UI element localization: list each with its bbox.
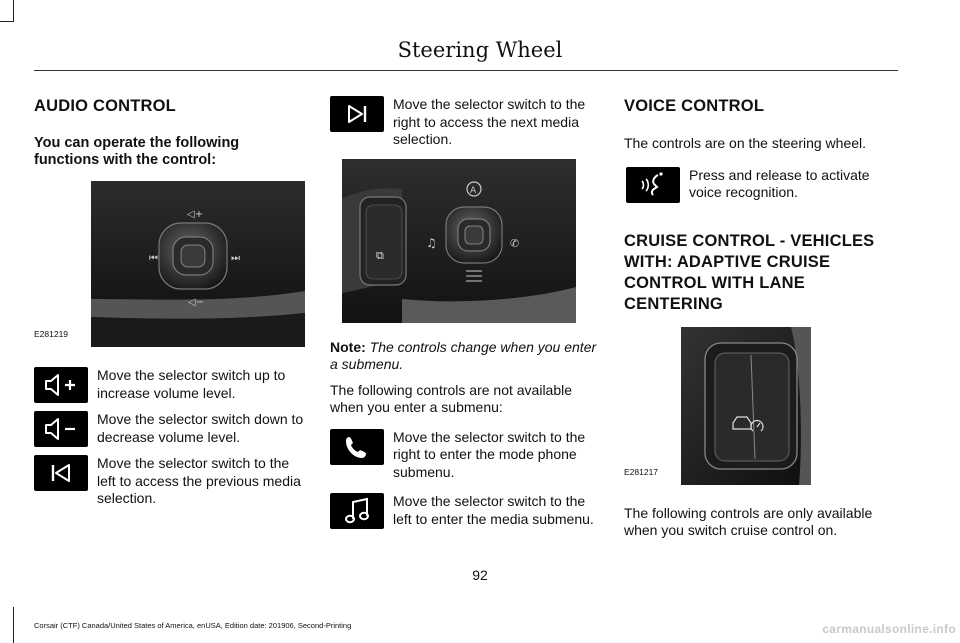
media-submenu-text: Move the selector switch to the left to … (393, 493, 594, 527)
figure-code: E281217 (624, 466, 662, 477)
header-rule (34, 70, 898, 71)
column-audio: AUDIO CONTROL You can operate the follow… (34, 96, 306, 508)
cruise-heading-line: CONTROL WITH LANE CENTERING (624, 273, 805, 313)
svg-text:⧉: ⧉ (376, 249, 384, 262)
volume-down-text: Move the selector switch down to decreas… (97, 411, 304, 445)
phone-submenu-text: Move the selector switch to the right to… (393, 428, 586, 480)
note-text: The controls change when you enter a sub… (330, 338, 597, 373)
cruise-control-figure (681, 326, 811, 485)
list-item: Move the selector switch up to increase … (34, 367, 306, 403)
list-item: Move the selector switch to the right to… (330, 96, 602, 149)
column-voice-cruise: VOICE CONTROL The controls are on the st… (624, 96, 900, 540)
list-item: Move the selector switch down to decreas… (34, 411, 306, 447)
crop-mark (13, 0, 14, 22)
svg-text:A: A (470, 186, 477, 196)
skip-next-icon (330, 96, 384, 132)
svg-text:✆: ✆ (510, 237, 519, 250)
list-item: Move the selector switch to the left to … (34, 455, 306, 508)
page-number: 92 (472, 567, 488, 583)
cruise-control-button-illustration (681, 326, 811, 485)
svg-text:◁+: ◁+ (187, 209, 203, 220)
note-label: Note: (330, 338, 366, 355)
crop-mark (13, 607, 14, 643)
voice-heading: VOICE CONTROL (624, 97, 765, 115)
voice-intro: The controls are on the steering wheel. (624, 135, 867, 151)
figure-code: E281219 (34, 329, 72, 339)
list-item: Move the selector switch to the left to … (330, 493, 602, 529)
steering-wheel-submenu-illustration: ⧉ A ♫ ✆ (342, 158, 576, 323)
list-item: Press and release to activate voice reco… (626, 166, 900, 203)
list-item: Move the selector switch to the right to… (330, 428, 602, 482)
svg-text:⏮: ⏮ (149, 253, 158, 264)
submenu-intro: The following controls are not available… (330, 381, 573, 416)
voice-text: Press and release to activate voice reco… (689, 166, 870, 201)
column-media: Move the selector switch to the right to… (330, 96, 602, 529)
edition-footer: Corsair (CTF) Canada/United States of Am… (34, 621, 352, 630)
phone-icon (330, 428, 384, 465)
skip-next-text: Move the selector switch to the right to… (393, 96, 586, 147)
voice-recognition-icon (626, 166, 680, 203)
cruise-heading-line: WITH: ADAPTIVE CRUISE (624, 252, 831, 271)
svg-text:♫: ♫ (426, 236, 437, 250)
cruise-heading-line: CRUISE CONTROL - VEHICLES (624, 231, 875, 250)
svg-text:⏭: ⏭ (231, 253, 240, 264)
steering-wheel-audio-illustration: ◁+ ◁− ⏮ ⏭ (91, 181, 305, 347)
audio-heading: AUDIO CONTROL (34, 97, 176, 115)
cruise-heading: CRUISE CONTROL - VEHICLES WITH: ADAPTIVE… (624, 231, 900, 315)
volume-up-text: Move the selector switch up to increase … (97, 367, 286, 401)
volume-up-icon (34, 367, 88, 403)
watermark: carmanualsonline.info (822, 622, 956, 636)
audio-control-figure: ◁+ ◁− ⏮ ⏭ (91, 181, 305, 347)
crop-mark (0, 21, 14, 22)
music-note-icon (330, 493, 384, 529)
page-title: Steering Wheel (397, 38, 563, 62)
skip-previous-icon (34, 455, 88, 491)
submenu-controls-figure: ⧉ A ♫ ✆ (342, 158, 576, 323)
audio-intro: You can operate the following functions … (34, 135, 240, 168)
submenu-note: Note: The controls change when you enter… (330, 339, 602, 374)
volume-down-icon (34, 411, 88, 447)
svg-text:◁−: ◁− (188, 297, 204, 308)
skip-previous-text: Move the selector switch to the left to … (97, 455, 301, 506)
cruise-after-text: The following controls are only availabl… (624, 504, 873, 539)
